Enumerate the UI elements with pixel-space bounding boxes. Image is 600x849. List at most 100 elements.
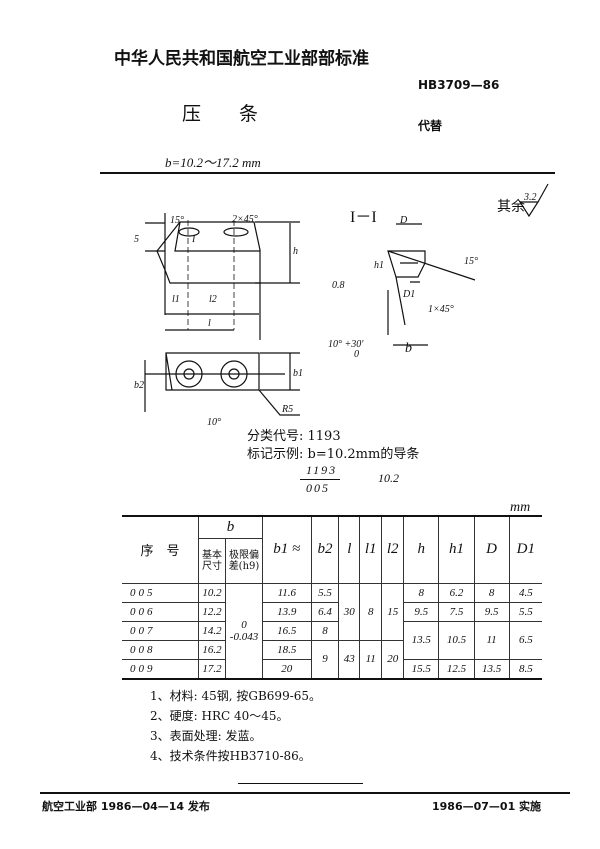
cell-b2: 5.5 (310, 582, 340, 603)
header-no: 序 号 (122, 515, 199, 584)
cell-b2: 9 (310, 639, 340, 679)
marking-value: 10.2 (378, 471, 399, 485)
cell-D: 11 (473, 620, 510, 660)
header-b1: b1 ≈ (262, 515, 312, 584)
cell-l2: 20 (381, 639, 405, 679)
cell-h: 9.5 (403, 601, 440, 622)
cell-D: 9.5 (473, 601, 510, 622)
classification-code: 分类代号: 1193 (247, 429, 341, 444)
cell-b: 12.2 (198, 601, 226, 622)
cell-b: 16.2 (198, 639, 226, 660)
marking-example: 标记示例: b=10.2mm的导条 (247, 447, 420, 462)
end-rule (238, 783, 363, 784)
roughness-symbol-icon (518, 183, 549, 218)
cell-l: 30 (338, 582, 361, 641)
header-l2: l2 (381, 515, 405, 584)
cell-b: 14.2 (198, 620, 226, 641)
cell-D: 8 (473, 582, 510, 603)
cell-no: 008 (122, 639, 199, 660)
technical-notes: 1、材料: 45钢, 按GB699-65。 2、硬度: HRC 40～45。 3… (150, 686, 321, 766)
radius-r5: R5 (281, 404, 293, 415)
fraction-line (300, 479, 340, 480)
standard-code: HB3709—86 (418, 78, 500, 92)
cell-D1: 5.5 (508, 601, 542, 622)
cell-b1: 20 (262, 658, 312, 679)
note-item: 1、材料: 45钢, 按GB699-65。 (150, 689, 322, 703)
table-row: 006 12.2 13.9 6.4 9.5 7.5 9.5 5.5 (122, 601, 542, 622)
header-h: h (403, 515, 440, 584)
cell-h1: 12.5 (438, 658, 475, 679)
cell-tolerance: 0-0.043 (225, 582, 263, 679)
size-range: b=10.2～17.2 mm (165, 155, 261, 170)
technical-drawing: 其余 3.2 5 h 15° 2×45° l1 l2 l I b2 b1 R5 … (134, 183, 549, 428)
angle-tol-0: 0 (354, 349, 359, 360)
table-row: 005 10.2 0-0.043 11.6 5.5 30 8 15 8 6.2 … (122, 582, 542, 679)
tol-upper: 0 (241, 618, 247, 631)
cell-h: 8 (403, 582, 440, 603)
front-view (156, 213, 261, 315)
top-view (165, 352, 260, 391)
roughness-note: 其余 (497, 198, 525, 215)
chamfer-1x45: 1×45° (428, 304, 454, 315)
roughness-value: 3.2 (523, 192, 537, 203)
footer-rule (40, 792, 570, 794)
dim-l1: l1 (172, 294, 180, 305)
header-b2: b2 (310, 515, 340, 584)
cell-h: 15.5 (403, 658, 440, 679)
table-row: 007 14.2 16.5 8 13.5 10.5 11 6.5 (122, 620, 542, 660)
dim-b2: b2 (134, 380, 144, 391)
unit-label: mm (510, 500, 531, 515)
cell-h1: 7.5 (438, 601, 475, 622)
cell-l1: 8 (359, 582, 383, 641)
cell-h1: 10.5 (438, 620, 475, 660)
cell-b: 17.2 (198, 658, 226, 679)
table-row: 008 16.2 18.5 9 43 11 20 (122, 639, 542, 679)
cell-b1: 13.9 (262, 601, 312, 622)
dim-b1: b1 (293, 368, 303, 379)
org-standard-title: 中华人民共和国航空工业部部标准 (114, 49, 369, 69)
header-b: b (198, 515, 263, 539)
dim-5: 5 (134, 234, 139, 245)
angle-10-tolerance: 10° +30′ (328, 339, 364, 350)
angle-15: 15° (170, 215, 184, 226)
cell-D1: 4.5 (508, 582, 542, 603)
dim-D1: D1 (402, 289, 415, 300)
cell-l1: 11 (359, 639, 383, 679)
cell-D1: 8.5 (508, 658, 542, 679)
cell-D: 13.5 (473, 658, 510, 679)
header-tolerance: 极限偏差(h9) (225, 537, 263, 584)
chamfer-2x45: 2×45° (232, 214, 258, 225)
dim-h1: h1 (374, 260, 384, 271)
cell-b2: 6.4 (310, 601, 340, 622)
cell-h1: 6.2 (438, 582, 475, 603)
header-rule (100, 172, 555, 174)
dim-h: h (293, 246, 298, 257)
cell-no: 005 (122, 582, 199, 603)
dimension-table: 序 号 b b1 ≈ b2 l l1 l2 h h1 D D1 基本尺寸 极限偏… (122, 515, 542, 680)
cell-b2: 8 (310, 620, 340, 641)
cell-b1: 18.5 (262, 639, 312, 660)
note-item: 3、表面处理: 发蓝。 (150, 729, 262, 743)
header-l1: l1 (359, 515, 383, 584)
dim-b: b (405, 341, 412, 356)
cell-l: 43 (338, 639, 361, 679)
section-view (387, 250, 426, 278)
cell-D1: 6.5 (508, 620, 542, 660)
marking-numerator: 1193 (306, 463, 338, 477)
cell-h: 13.5 (403, 620, 440, 660)
issue-date: 航空工业部 1986—04—14 发布 (42, 800, 210, 813)
dim-l2: l2 (209, 294, 217, 305)
note-item: 4、技术条件按HB3710-86。 (150, 749, 311, 763)
header-D: D (473, 515, 510, 584)
section-mark: I (191, 234, 196, 245)
dim-l: l (208, 318, 211, 329)
cell-no: 009 (122, 658, 199, 679)
document-title: 压 条 (182, 103, 259, 125)
effective-date: 1986—07—01 实施 (432, 800, 542, 813)
angle-10: 10° (207, 417, 221, 428)
roughness-0.8: 0.8 (332, 280, 345, 291)
header-basic-size: 基本尺寸 (198, 537, 226, 584)
section-label: I－I (350, 209, 377, 226)
cell-l2: 15 (381, 582, 405, 641)
